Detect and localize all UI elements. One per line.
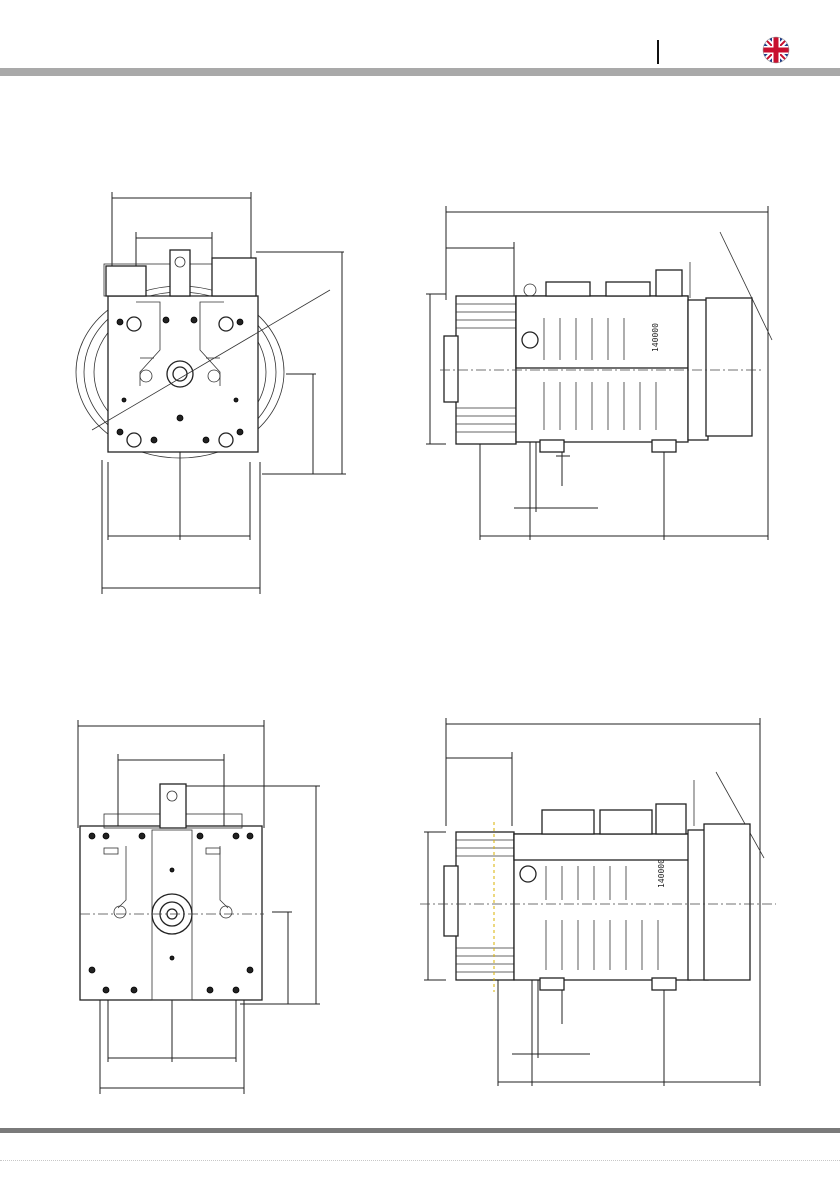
nameplate-text: 140000 [651, 323, 660, 352]
side-view-bottom: 140000 [420, 718, 776, 1086]
nameplate-text: 140000 [657, 859, 666, 888]
footer-bar [0, 1128, 840, 1133]
footer-dotted-line [0, 1160, 840, 1162]
front-view-top [76, 192, 346, 594]
side-view-top: 140000 [426, 206, 772, 540]
front-view-bottom [78, 720, 320, 1094]
